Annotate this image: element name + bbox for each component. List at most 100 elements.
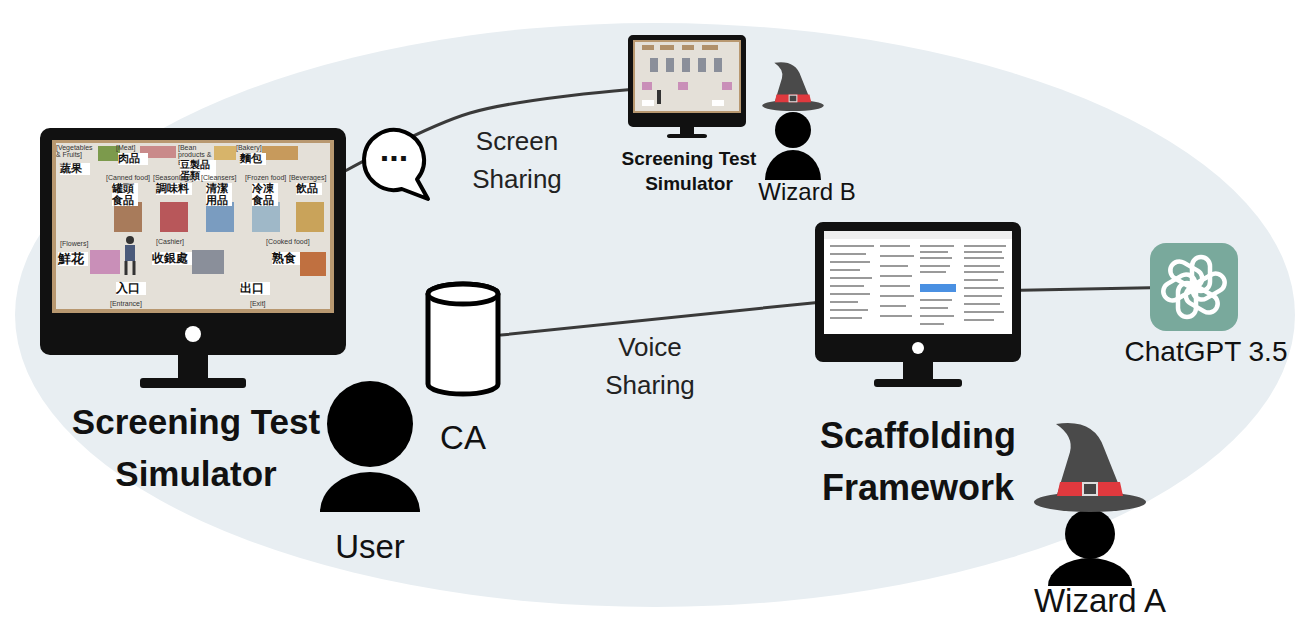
screen-label: [Frozen food]	[245, 174, 289, 181]
figure-head	[327, 381, 413, 467]
ui-text-lines	[880, 246, 914, 316]
hat-band	[1057, 482, 1123, 496]
figure-body	[1048, 558, 1132, 586]
screen-label: 入口	[116, 282, 146, 295]
edge-label: Voice Sharing	[585, 328, 715, 404]
figure-head	[1065, 509, 1115, 559]
hat-cone	[1056, 423, 1124, 498]
screen-label: 熟食	[272, 252, 300, 265]
screen-label: 肉品	[118, 153, 148, 165]
wizard-figure-shape	[1035, 420, 1145, 590]
user-figure: User	[320, 380, 420, 512]
connector-line	[501, 303, 815, 335]
connector-line	[1021, 288, 1150, 290]
cylinder-top	[428, 284, 498, 304]
figure-body	[765, 150, 821, 180]
node-label: ...	[360, 132, 428, 166]
monitor-frame	[628, 35, 746, 127]
monitor-frame	[815, 222, 1021, 362]
chatgpt-logo: ChatGPT 3.5	[1150, 243, 1238, 331]
monitor-neck	[903, 360, 933, 380]
screen-label: 收銀處	[152, 252, 192, 265]
screen-label: [Entrance]	[110, 300, 154, 307]
product-photo	[252, 202, 280, 232]
product-photo	[90, 250, 120, 274]
ui-button	[920, 284, 956, 292]
product-photo	[296, 202, 324, 232]
ui-text-lines	[830, 246, 874, 318]
screen-label: [Cashier]	[156, 238, 196, 245]
screen-label: 麵包	[240, 153, 266, 165]
figure-body	[320, 472, 420, 512]
edge-label: Screen Sharing	[452, 122, 582, 198]
agent-cylinder: CA	[425, 283, 501, 395]
node-label: Screening Test Simulator	[604, 146, 774, 196]
hat-cone	[774, 62, 811, 103]
wizard-hat	[762, 62, 824, 111]
product-photo	[214, 146, 236, 160]
map-sign	[642, 100, 724, 106]
monitor-frame	[40, 128, 346, 355]
screen-label: 蔬果	[60, 163, 90, 175]
node-label: ChatGPT 3.5	[1111, 335, 1301, 369]
power-button	[185, 326, 201, 342]
monitor-neck	[178, 353, 208, 379]
wizard-figure: Wizard A	[1035, 420, 1145, 590]
cylinder-body	[428, 284, 498, 394]
screen-label: [Beverages]	[289, 174, 333, 181]
product-photo	[262, 146, 298, 160]
screen-label: [Seasonings]	[153, 174, 197, 181]
product-photo	[650, 58, 722, 72]
product-photo	[192, 250, 224, 274]
screen-label: [Cooked food]	[266, 238, 316, 245]
power-button	[912, 342, 924, 354]
avatar-head	[126, 236, 134, 244]
monitor-base	[874, 379, 962, 387]
screen-label: [Cleansers]	[201, 174, 245, 181]
product-photo	[160, 202, 188, 232]
node-label: Screening Test Simulator	[46, 396, 346, 500]
wizard-figure-shape	[762, 60, 824, 182]
store-map	[635, 42, 739, 111]
node-label: CA	[418, 419, 508, 457]
node-label: Scaffolding Framework	[783, 410, 1053, 514]
node-label: Wizard A	[1015, 582, 1185, 620]
wood-table	[52, 140, 334, 313]
hat-buckle	[1083, 483, 1097, 495]
product-photo	[642, 82, 732, 90]
chatgpt-logo-shape	[1150, 243, 1238, 331]
hat-buckle	[789, 95, 797, 102]
screen-label: 罐頭食品	[112, 183, 138, 206]
figure-head	[775, 112, 811, 148]
agent-cylinder-shape	[425, 283, 501, 395]
context-ellipse	[15, 23, 1295, 607]
screen-label: [Flowers]	[60, 240, 100, 247]
wizard-hat	[1034, 423, 1146, 512]
screen-label: 冷凍食品	[252, 183, 278, 206]
screen-label: [Bakery]	[236, 144, 266, 151]
speech-bubble: ...	[360, 128, 432, 202]
monitor-base	[667, 134, 707, 138]
ui-text-lines	[964, 246, 1006, 320]
screen-label: [Canned food]	[106, 174, 150, 181]
product-photo	[642, 45, 718, 50]
hat-band	[775, 95, 811, 103]
logo-loop	[1167, 258, 1205, 291]
screen-label: 鮮花	[58, 252, 88, 266]
wood-table	[633, 40, 741, 113]
app-window	[824, 231, 1012, 334]
wizard-figure: Wizard B	[762, 60, 824, 182]
simulator-monitor: Screening Test Simulator	[628, 35, 746, 127]
screen-label: 調味料	[156, 183, 192, 195]
framework-monitor-shape	[815, 222, 1021, 362]
framework-monitor: Scaffolding Framework	[815, 222, 1021, 362]
avatar-legs	[126, 261, 134, 275]
screen-label: 出口	[240, 282, 270, 295]
avatar-body	[125, 245, 135, 261]
product-photo	[114, 202, 142, 232]
screen-label: 飲品	[296, 183, 322, 195]
screen-label: 清潔用品	[206, 183, 232, 206]
user-figure-shape	[320, 380, 420, 512]
screen-label: [Exit]	[250, 300, 280, 307]
